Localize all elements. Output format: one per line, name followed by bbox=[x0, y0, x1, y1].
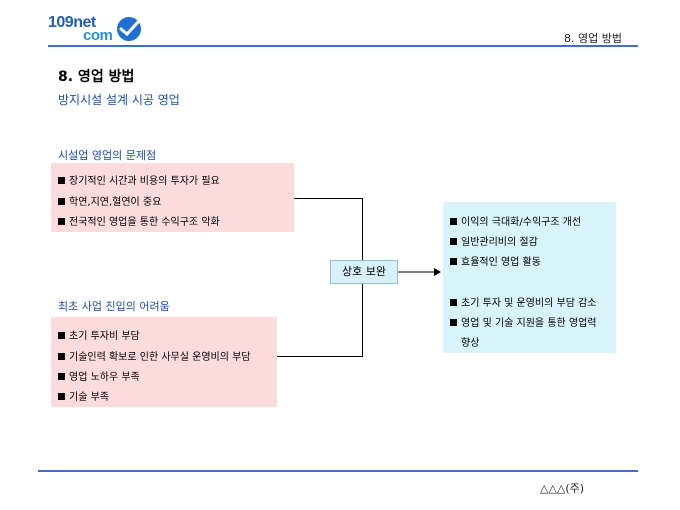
new-entry-item: 초기 투자비 부담 bbox=[58, 327, 140, 342]
bullet-square-icon bbox=[58, 373, 65, 380]
bullet-square-icon bbox=[450, 238, 457, 245]
bullet-square-icon bbox=[450, 299, 457, 306]
benefit-item: 영업 및 기술 지원을 통한 영업력 bbox=[450, 314, 597, 329]
new-entry-item: 영업 노하우 부족 bbox=[58, 368, 140, 383]
company-logo: 109net com bbox=[48, 14, 158, 44]
arrow-right-icon bbox=[398, 268, 441, 276]
benefits-box bbox=[443, 202, 616, 353]
benefit-item: 이익의 극대화/수익구조 개선 bbox=[450, 213, 581, 228]
bullet-square-icon bbox=[450, 258, 457, 265]
bullet-square-icon bbox=[58, 218, 65, 225]
connector-bottom-horizontal bbox=[277, 356, 363, 357]
problems-heading: 시설업 영업의 문제점 bbox=[58, 149, 157, 162]
header-divider bbox=[48, 45, 638, 47]
problems-box bbox=[51, 163, 294, 232]
new-entry-heading: 최초 사업 진입의 어려움 bbox=[58, 300, 170, 313]
logo-swoosh-icon bbox=[117, 17, 141, 41]
problem-item: 장기적인 시간과 비용의 투자가 필요 bbox=[58, 172, 220, 187]
new-entry-item: 기술인력 확보로 인한 사무실 운영비의 부담 bbox=[58, 348, 251, 363]
page-subtitle: 방지시설 설계 시공 영업 bbox=[58, 93, 180, 107]
problem-item: 전국적인 영업을 통한 수익구조 악화 bbox=[58, 213, 220, 228]
company-name: △△△(주) bbox=[540, 482, 585, 495]
bullet-square-icon bbox=[58, 177, 65, 184]
new-entry-box bbox=[51, 317, 277, 407]
benefit-item: 효율적인 영업 활동 bbox=[450, 253, 541, 268]
connector-top-horizontal bbox=[294, 198, 362, 199]
mutual-complement-label: 상호 보완 bbox=[330, 260, 398, 284]
bullet-square-icon bbox=[58, 198, 65, 205]
bullet-square-icon bbox=[58, 332, 65, 339]
logo-text-bottom: com bbox=[83, 27, 113, 44]
new-entry-item: 기술 부족 bbox=[58, 388, 109, 403]
bullet-square-icon bbox=[450, 218, 457, 225]
footer-divider bbox=[38, 470, 638, 472]
page-title: 8. 영업 방법 bbox=[58, 69, 135, 85]
bullet-square-icon bbox=[58, 353, 65, 360]
connector-top-vertical bbox=[362, 198, 363, 260]
section-label: 8. 영업 방법 bbox=[564, 32, 622, 45]
benefit-item-continuation: 향상 bbox=[461, 338, 480, 349]
benefit-item: 초기 투자 및 운영비의 부담 감소 bbox=[450, 294, 597, 309]
logo-text-top: 109net bbox=[48, 14, 96, 31]
connector-bottom-vertical bbox=[362, 284, 363, 356]
problem-item: 학연,지연,혈연이 중요 bbox=[58, 193, 161, 208]
bullet-square-icon bbox=[450, 319, 457, 326]
benefit-item: 일반관리비의 절감 bbox=[450, 233, 538, 248]
bullet-square-icon bbox=[58, 393, 65, 400]
